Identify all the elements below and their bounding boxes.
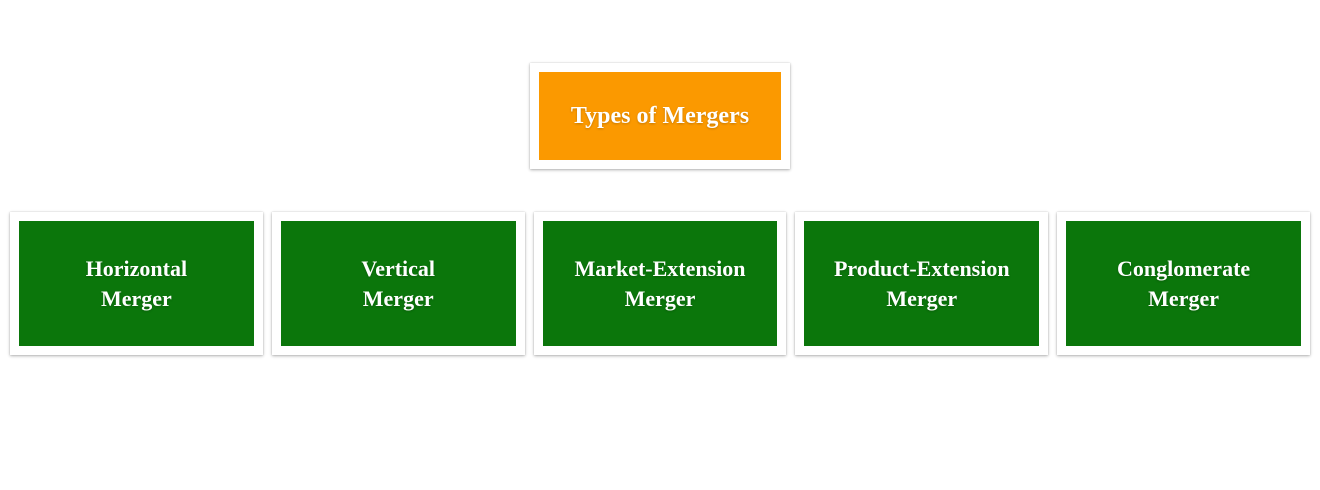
merger-types-row: Horizontal Merger Vertical Merger Market… [0,212,1320,355]
mergers-diagram: Types of Mergers Horizontal Merger Verti… [0,63,1320,490]
node-box: Vertical Merger [280,221,516,346]
node-label-line: Merger [886,285,958,311]
node-label-line: Product-Extension [833,256,1010,282]
node-product-extension-merger: Product-Extension Merger [795,212,1049,355]
node-label-line: Merger [624,285,696,311]
node-label-line: Merger [100,285,172,311]
node-box: Market-Extension Merger [542,221,778,346]
root-node-types-of-mergers: Types of Mergers [530,63,790,169]
node-label-line: Merger [1148,285,1219,311]
root-node-label: Types of Mergers [570,102,750,129]
node-label-line: Conglomerate [1116,256,1251,282]
node-vertical-merger: Vertical Merger [271,212,525,355]
node-box: Product-Extension Merger [804,221,1040,346]
node-label-line: Horizontal [85,256,188,282]
node-label-line: Vertical [361,256,436,282]
node-horizontal-merger: Horizontal Merger [10,212,263,355]
root-node-box: Types of Mergers [539,72,781,160]
node-label-line: Market-Extension [574,256,746,282]
node-box: Conglomerate Merger [1066,221,1301,346]
node-conglomerate-merger: Conglomerate Merger [1057,212,1310,355]
node-box: Horizontal Merger [19,221,254,346]
node-label-line: Merger [362,285,434,311]
node-market-extension-merger: Market-Extension Merger [533,212,787,355]
